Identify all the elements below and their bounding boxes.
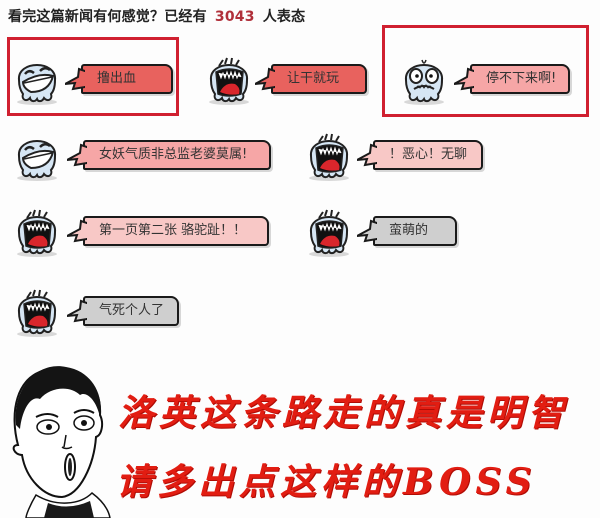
poll-question: 看完这篇新闻有何感觉？已经有 (8, 9, 207, 25)
laughing-face-icon (13, 52, 61, 106)
screaming-face-icon (13, 204, 61, 258)
speech-tail-icon (454, 67, 474, 93)
reaction-bubble[interactable]: ！恶心！无聊 (373, 140, 483, 170)
speech-tail-icon (67, 299, 87, 325)
reaction-bubble[interactable]: 女妖气质非总监老婆莫属! (83, 140, 271, 170)
screaming-face-icon (205, 52, 253, 106)
reaction-option[interactable]: 让干就玩 (205, 52, 375, 112)
banner-line-1: 洛英这条路走的真是明智 (118, 392, 570, 434)
speech-tail-icon (67, 143, 87, 169)
screaming-face-icon (305, 204, 353, 258)
reaction-label: 让干就玩 (287, 71, 340, 86)
screaming-face-icon (13, 284, 61, 338)
reaction-label: 蛮萌的 (389, 223, 429, 238)
reaction-option[interactable]: 蛮萌的 (305, 204, 495, 264)
selected-highlight (7, 37, 179, 116)
reaction-bubble[interactable]: 第一页第二张 骆驼趾！！ (83, 216, 269, 246)
poll-header: 看完这篇新闻有何感觉？已经有 3043 人表态 (8, 6, 305, 26)
banner-line-2: 请多出点这样的BOSS (116, 461, 537, 503)
reaction-bubble[interactable]: 让干就玩 (271, 64, 367, 94)
speech-tail-icon (67, 219, 87, 245)
reaction-label: 停不下来啊! (486, 71, 557, 86)
surprised-man-meme-icon (12, 366, 111, 518)
shocked-face-icon (400, 52, 448, 106)
reaction-label: 女妖气质非总监老婆莫属! (99, 147, 248, 162)
reaction-label: ！恶心！无聊 (389, 147, 468, 162)
reaction-option[interactable]: 撸出血 (13, 52, 173, 112)
reaction-label: 气死个人了 (99, 303, 165, 318)
screaming-face-icon (305, 128, 353, 182)
speech-tail-icon (357, 143, 377, 169)
reaction-bubble[interactable]: 停不下来啊! (470, 64, 570, 94)
selected-highlight (382, 25, 589, 117)
speech-tail-icon (255, 67, 275, 93)
reaction-label: 第一页第二张 骆驼趾！！ (99, 223, 247, 238)
reaction-option[interactable]: 女妖气质非总监老婆莫属! (13, 128, 273, 188)
reaction-option[interactable]: ！恶心！无聊 (305, 128, 495, 188)
reaction-bubble[interactable]: 气死个人了 (83, 296, 179, 326)
reaction-bubble[interactable]: 撸出血 (81, 64, 173, 94)
speech-tail-icon (65, 67, 85, 93)
laughing-face-icon (13, 128, 61, 182)
reaction-option[interactable]: 气死个人了 (13, 284, 213, 344)
reaction-label: 撸出血 (97, 71, 137, 86)
speech-tail-icon (357, 219, 377, 245)
reaction-option[interactable]: 停不下来啊! (400, 52, 580, 112)
reaction-bubble[interactable]: 蛮萌的 (373, 216, 457, 246)
poll-suffix: 人表态 (262, 9, 306, 25)
vote-count: 3043 (214, 9, 255, 25)
reaction-option[interactable]: 第一页第二张 骆驼趾！！ (13, 204, 273, 264)
